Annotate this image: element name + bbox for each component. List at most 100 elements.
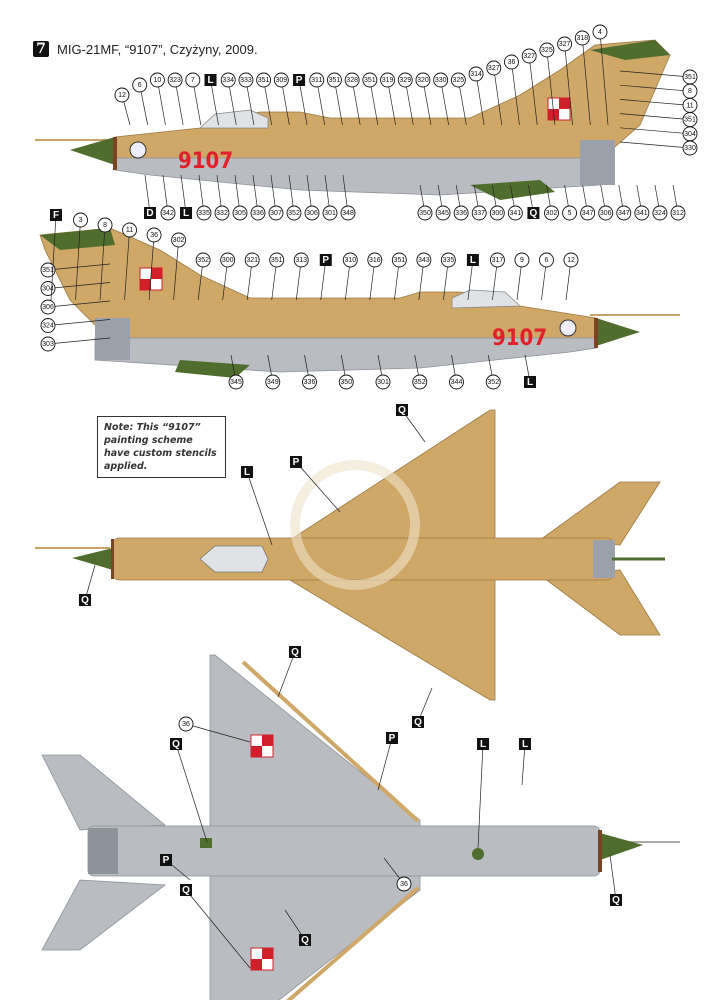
callout-text: 341 bbox=[510, 210, 522, 217]
callout-text: 351 bbox=[684, 117, 696, 124]
decal-callout: 351 bbox=[40, 262, 111, 278]
callout-text: D bbox=[146, 208, 153, 219]
leader-line bbox=[521, 743, 526, 786]
leader-line bbox=[47, 282, 111, 289]
callout-text: 330 bbox=[684, 145, 696, 152]
leader-line bbox=[298, 79, 308, 126]
profile-left-aircraft: 9107 bbox=[35, 39, 671, 200]
callout-text: L bbox=[522, 739, 528, 750]
decal-callout: 351 bbox=[269, 252, 285, 301]
callout-text: 349 bbox=[267, 379, 279, 386]
leader-line bbox=[210, 79, 219, 126]
scheme-title: 7 MIG-21MF, “9107”, Czyżyny, 2009. bbox=[33, 41, 258, 57]
paint-code-label: P bbox=[290, 456, 341, 513]
callout-circle bbox=[449, 374, 464, 390]
callout-text: 11 bbox=[686, 102, 693, 109]
callout-circle bbox=[396, 876, 412, 892]
fin-tip bbox=[40, 228, 115, 250]
label-box bbox=[160, 854, 172, 866]
callout-text: 306 bbox=[42, 304, 54, 311]
callout-text: 330 bbox=[435, 77, 447, 84]
decal-callout: 8 bbox=[619, 83, 698, 99]
scheme-number-badge: 7 bbox=[33, 41, 49, 57]
callout-circle bbox=[616, 205, 632, 221]
callout-text: 351 bbox=[258, 77, 270, 84]
leader-line bbox=[50, 214, 57, 301]
decal-callout: 8 bbox=[97, 217, 113, 301]
decal-callout: 319 bbox=[380, 72, 396, 126]
callout-circle bbox=[544, 205, 559, 221]
decal-callout: 348 bbox=[340, 174, 356, 221]
decal-callout: 312 bbox=[670, 184, 686, 221]
decal-callout: 327 bbox=[557, 36, 573, 126]
decal-callout: 12 bbox=[114, 87, 131, 126]
callout-circle bbox=[562, 205, 578, 221]
callout-text: 300 bbox=[222, 257, 234, 264]
leader-line bbox=[511, 61, 520, 126]
decal-callout: 344 bbox=[449, 354, 464, 390]
callout-circle bbox=[471, 205, 487, 221]
label-box bbox=[319, 254, 332, 266]
callout-circle bbox=[521, 48, 537, 64]
callout-text: 36 bbox=[508, 59, 516, 66]
callout-text: P bbox=[293, 457, 300, 468]
callout-text: 344 bbox=[451, 379, 463, 386]
decal-callout: 335 bbox=[196, 174, 212, 221]
callout-text: 12 bbox=[118, 92, 126, 99]
paint-code-label: Q bbox=[79, 564, 96, 606]
callout-text: Q bbox=[530, 208, 538, 219]
leader-line bbox=[277, 651, 296, 698]
callout-text: 4 bbox=[598, 29, 602, 36]
decal-callout: 336 bbox=[250, 174, 266, 221]
callout-circle bbox=[440, 252, 456, 268]
callout-text: F bbox=[53, 210, 59, 221]
callout-circle bbox=[453, 205, 469, 221]
note-box: Note: This “9107” painting scheme have c… bbox=[97, 416, 226, 478]
label-box bbox=[293, 74, 306, 86]
callout-text: 345 bbox=[437, 210, 449, 217]
callout-text: 306 bbox=[600, 210, 612, 217]
leader-line bbox=[144, 174, 151, 214]
decal-callout: 336 bbox=[453, 184, 469, 221]
callout-circle bbox=[286, 205, 302, 221]
callout-circle bbox=[326, 72, 342, 88]
leader-line bbox=[245, 79, 255, 126]
serial-number: 9107 bbox=[178, 149, 233, 174]
callout-text: P bbox=[163, 855, 170, 866]
callout-text: 302 bbox=[173, 237, 185, 244]
leader-line bbox=[295, 461, 341, 513]
decal-callout: 324 bbox=[652, 184, 668, 221]
leader-line bbox=[175, 743, 208, 843]
callout-text: Q bbox=[291, 647, 299, 658]
polish-checkerboard bbox=[547, 97, 571, 121]
decal-callout: 302 bbox=[544, 184, 559, 221]
callout-text: L bbox=[183, 208, 189, 219]
callout-text: Q bbox=[301, 935, 309, 946]
callout-circle bbox=[238, 72, 254, 88]
callout-text: Q bbox=[398, 405, 406, 416]
decal-callout: 334 bbox=[220, 72, 237, 126]
callout-text: 337 bbox=[473, 210, 485, 217]
paint-code-label: Q bbox=[180, 884, 251, 969]
decal-callout: 309 bbox=[273, 72, 290, 126]
callout-circle bbox=[670, 205, 686, 221]
callout-circle bbox=[592, 24, 608, 40]
decal-callout: 36 bbox=[178, 716, 251, 743]
leader-line bbox=[47, 337, 111, 345]
fuselage bbox=[112, 537, 614, 581]
callout-text: 328 bbox=[346, 77, 358, 84]
callout-text: 8 bbox=[688, 88, 692, 95]
paint-code-label: L bbox=[524, 354, 536, 388]
callout-circle bbox=[232, 205, 248, 221]
leader-line bbox=[351, 79, 361, 126]
leader-line bbox=[619, 141, 691, 149]
leader-line bbox=[609, 854, 617, 901]
callout-text: 351 bbox=[364, 77, 376, 84]
callout-circle bbox=[539, 42, 555, 58]
decal-callout: 328 bbox=[344, 72, 361, 126]
callout-text: 347 bbox=[618, 210, 630, 217]
callout-circle bbox=[293, 252, 309, 268]
callout-text: 352 bbox=[197, 257, 209, 264]
decal-callout: 341 bbox=[507, 184, 523, 221]
leader-line bbox=[174, 79, 184, 126]
